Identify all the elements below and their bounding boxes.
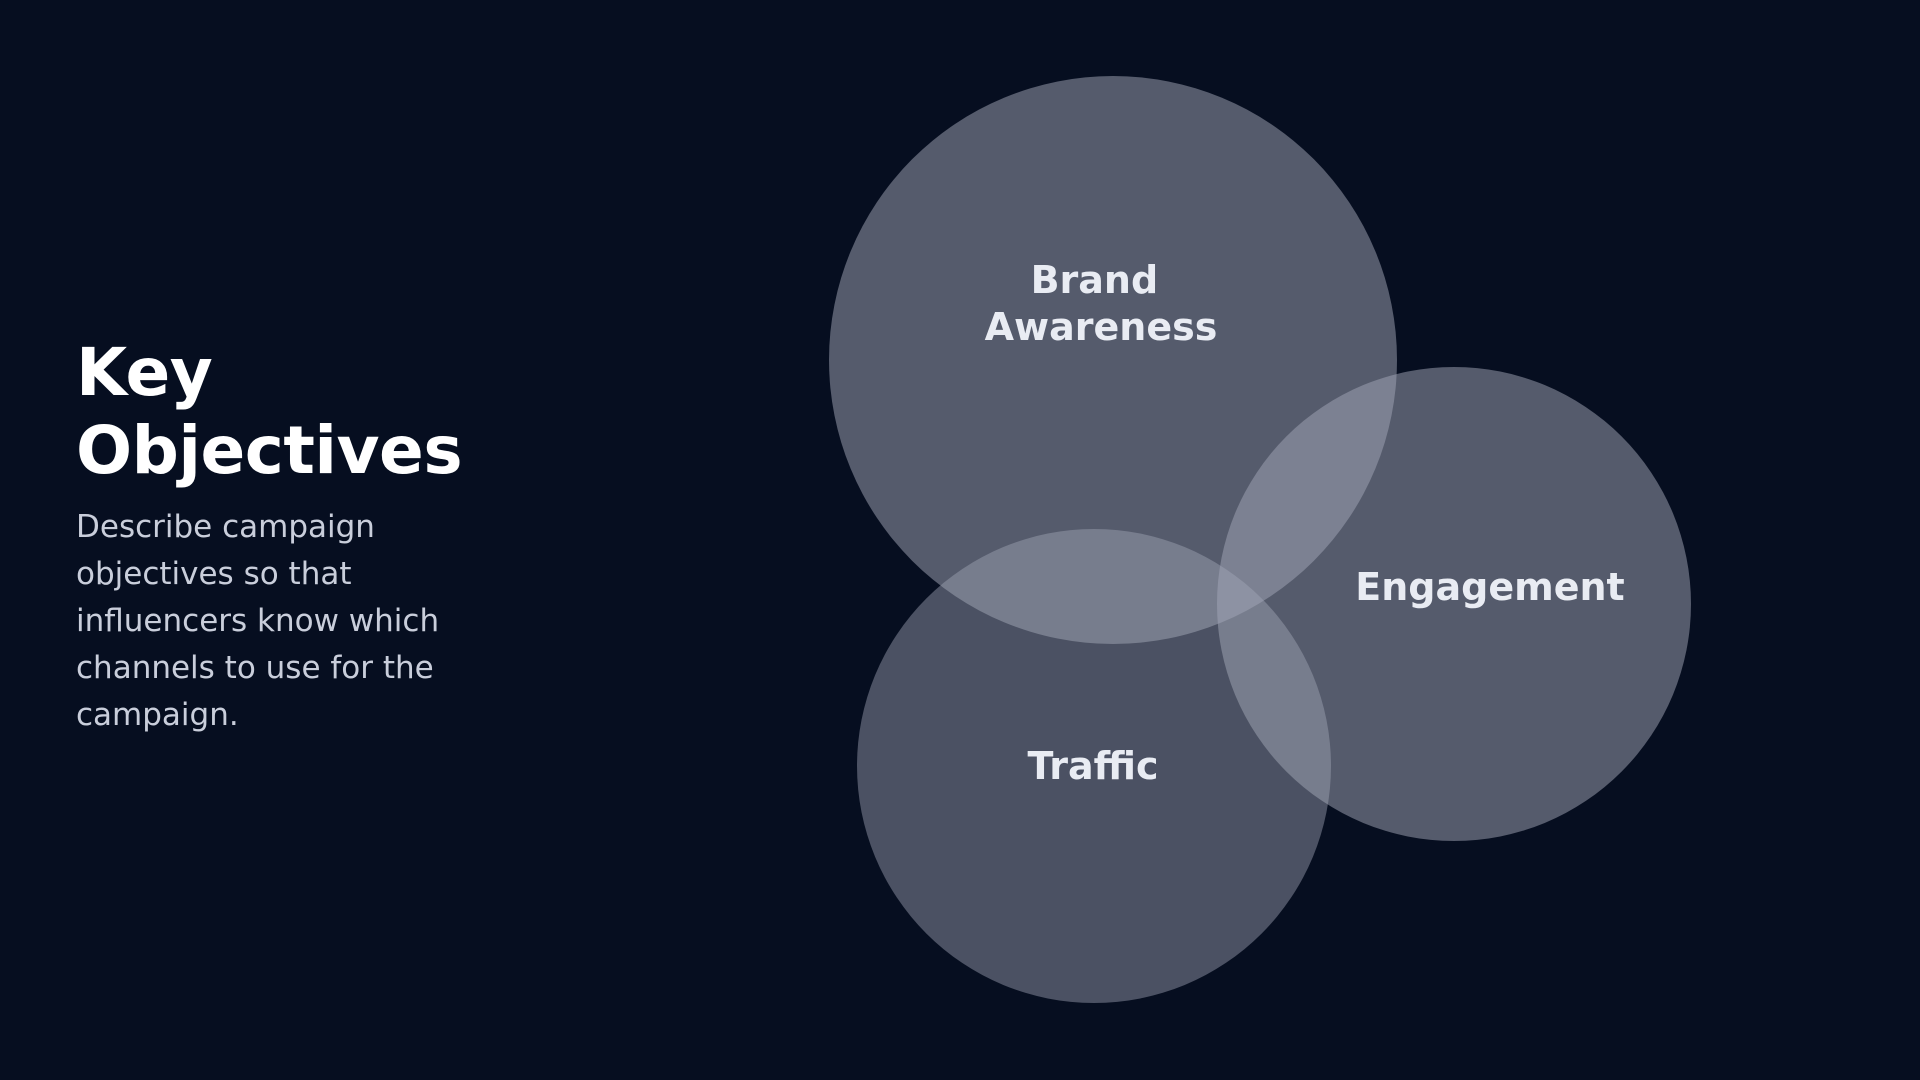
label-traffic: Traffic <box>1027 744 1158 788</box>
circle-traffic <box>857 529 1331 1003</box>
label-brand-awareness-line-1: Brand <box>1031 258 1159 302</box>
label-traffic-line-1: Traffic <box>1027 744 1158 788</box>
text-panel: Key Objectives Describe campaign objecti… <box>76 334 516 739</box>
label-brand-awareness-line-2: Awareness <box>985 305 1218 349</box>
label-brand-awareness: Brand Awareness <box>985 258 1218 349</box>
objectives-description: Describe campaign objectives so that inf… <box>76 509 440 733</box>
page-title: Key Objectives <box>76 334 463 489</box>
label-engagement-line-1: Engagement <box>1355 565 1624 609</box>
circle-engagement <box>1217 367 1691 841</box>
venn-circles <box>829 76 1691 1003</box>
label-engagement: Engagement <box>1355 565 1624 609</box>
venn-labels: Brand Awareness Engagement Traffic <box>985 258 1625 788</box>
